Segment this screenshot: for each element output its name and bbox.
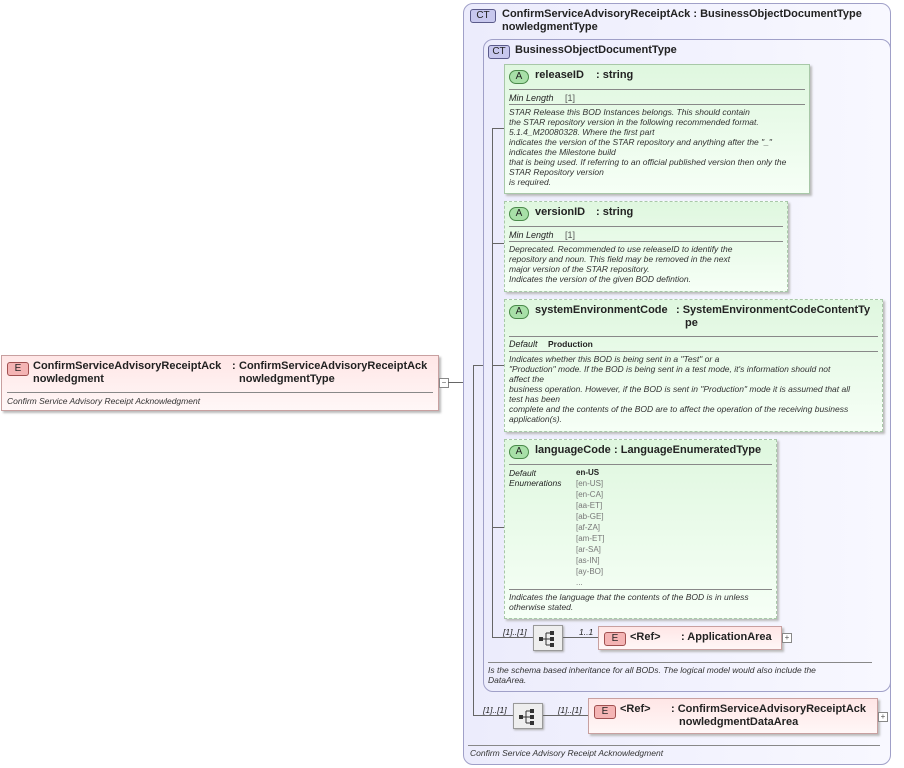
attribute-type: : LanguageEnumeratedType: [614, 444, 762, 456]
attribute-doc: STAR Release this BOD Instances belongs.…: [509, 107, 787, 187]
sequence-compositor[interactable]: [533, 625, 563, 651]
facet-value: [1]: [565, 93, 576, 103]
attribute-doc: Indicates the language that the contents…: [509, 592, 749, 612]
inner-ct-doc: Is the schema based inheritance for all …: [488, 665, 816, 685]
sequence-occurrence: [1]..[1]: [503, 627, 527, 637]
attribute-name: releaseID: [535, 69, 584, 81]
child-occurrence: [1]..[1]: [558, 705, 582, 715]
element-badge: E: [7, 362, 29, 376]
facet-value: [1]: [565, 230, 576, 240]
enumeration-item: [ab-GE]: [576, 512, 604, 521]
enumeration-item: [ay-BO]: [576, 567, 604, 576]
attribute-type: : string: [596, 206, 634, 218]
element-badge: E: [594, 705, 616, 719]
attribute-name: versionID: [535, 206, 586, 218]
enumeration-list: [en-US] [en-CA] [aa-ET] [ab-GE] [af-ZA] …: [576, 478, 604, 588]
facet-label-default: Default: [509, 468, 536, 478]
complex-type-badge: CT: [470, 9, 496, 23]
complex-type-badge: CT: [488, 45, 510, 59]
attribute-languagecode[interactable]: A languageCode : LanguageEnumeratedType …: [504, 439, 777, 619]
element-badge: E: [604, 632, 626, 646]
expand-toggle[interactable]: +: [782, 633, 792, 643]
enumeration-item: [af-ZA]: [576, 523, 601, 532]
enumeration-item: [aa-ET]: [576, 501, 603, 510]
attribute-badge: A: [509, 445, 529, 459]
attribute-name: languageCode: [535, 444, 611, 456]
attribute-doc: Deprecated. Recommended to use releaseID…: [509, 244, 733, 284]
facet-label: Default: [509, 339, 538, 349]
ref-label: <Ref>: [620, 703, 651, 715]
enumeration-item: [ar-SA]: [576, 545, 601, 554]
outer-ct-title: ConfirmServiceAdvisoryReceiptAck : Busin…: [502, 8, 862, 20]
attribute-doc: Indicates whether this BOD is being sent…: [509, 354, 851, 424]
ref-name: : ApplicationArea: [681, 631, 772, 643]
collapse-toggle[interactable]: −: [439, 378, 449, 388]
attribute-name: systemEnvironmentCode: [535, 304, 668, 316]
expand-toggle[interactable]: +: [878, 712, 888, 722]
attribute-type: : string: [596, 69, 634, 81]
facet-value: Production: [548, 339, 593, 349]
attribute-versionid[interactable]: A versionID : string Min Length [1] Depr…: [504, 201, 788, 292]
attribute-releaseid[interactable]: A releaseID : string Min Length [1] STAR…: [504, 64, 810, 194]
enumeration-item: [as-IN]: [576, 556, 600, 565]
facet-label: Min Length: [509, 230, 554, 240]
outer-ct-doc: Confirm Service Advisory Receipt Acknowl…: [470, 748, 664, 758]
enumeration-item: [am-ET]: [576, 534, 605, 543]
root-element-doc: Confirm Service Advisory Receipt Acknowl…: [7, 396, 201, 406]
sequence-icon: [519, 709, 534, 725]
enumeration-item: [en-US]: [576, 479, 604, 488]
enumeration-item: ...: [576, 578, 583, 587]
facet-label-enumerations: Enumerations: [509, 478, 562, 488]
sequence-occurrence: [1]..[1]: [483, 705, 507, 715]
root-element-name: ConfirmServiceAdvisoryReceiptAck nowledg…: [33, 360, 222, 385]
child-occurrence: 1..1: [579, 627, 594, 637]
root-element-box[interactable]: E ConfirmServiceAdvisoryReceiptAck nowle…: [1, 355, 439, 411]
ref-element-dataarea[interactable]: E <Ref> : ConfirmServiceAdvisoryReceiptA…: [588, 698, 878, 734]
ref-name-cont: nowledgmentDataArea: [679, 716, 799, 728]
root-element-type: ConfirmServiceAdvisoryReceiptAck nowledg…: [239, 360, 428, 385]
ref-label: <Ref>: [630, 631, 661, 643]
attribute-type: : SystemEnvironmentCodeContentTy: [676, 304, 871, 316]
sequence-icon: [539, 631, 554, 647]
attribute-badge: A: [509, 305, 529, 319]
facet-label: Min Length: [509, 93, 554, 103]
enumeration-item: [en-CA]: [576, 490, 604, 499]
facet-value: en-US: [576, 468, 600, 477]
ref-name: : ConfirmServiceAdvisoryReceiptAck: [671, 703, 867, 715]
attribute-systemenvironmentcode[interactable]: A systemEnvironmentCode : SystemEnvironm…: [504, 299, 883, 432]
ref-element-applicationarea[interactable]: E <Ref> : ApplicationArea: [598, 626, 782, 650]
sequence-compositor[interactable]: [513, 703, 543, 729]
attribute-badge: A: [509, 70, 529, 84]
attribute-badge: A: [509, 207, 529, 221]
outer-ct-title-cont: nowledgmentType: [502, 21, 598, 33]
root-element-type-sep: :: [232, 360, 236, 372]
attribute-type-cont: pe: [685, 317, 698, 329]
inner-ct-title: BusinessObjectDocumentType: [515, 44, 677, 56]
